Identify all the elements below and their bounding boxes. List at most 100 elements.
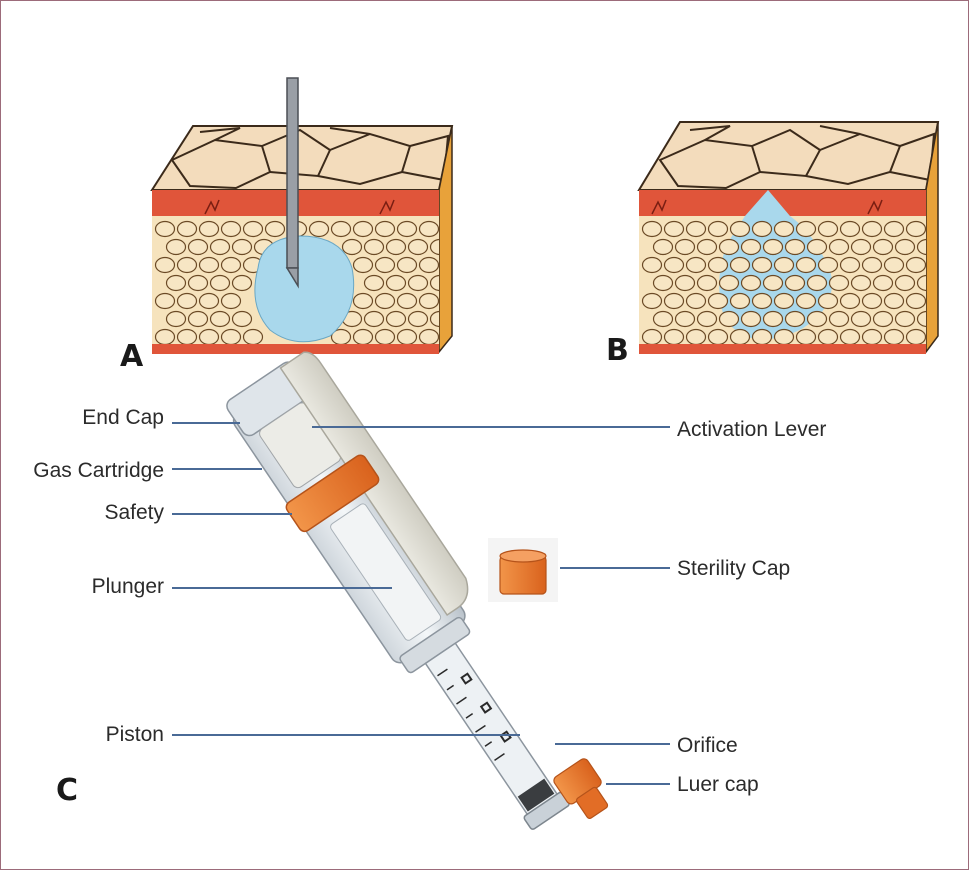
skin-surface-b: [637, 121, 940, 191]
fat-cell: [718, 238, 740, 256]
fat-cell: [641, 220, 663, 238]
fat-cell: [806, 238, 828, 256]
fat-cell: [762, 274, 784, 292]
fat-cell: [707, 220, 729, 238]
fat-cell: [363, 310, 385, 328]
fat-cell: [740, 238, 762, 256]
dose-markings: [437, 668, 505, 761]
bottom-layer-a: [152, 344, 439, 354]
fat-cell: [264, 220, 286, 238]
fat-cell: [784, 238, 806, 256]
fat-cell: [795, 256, 817, 274]
fat-cell: [418, 256, 439, 274]
fat-cell: [352, 256, 374, 274]
fat-cell: [154, 292, 176, 310]
fat-cell: [751, 256, 773, 274]
fat-cell: [839, 256, 861, 274]
fat-cell: [806, 274, 828, 292]
fat-cell: [242, 328, 264, 346]
label-sterility-cap: Sterility Cap: [677, 557, 790, 580]
label-end-cap: End Cap: [82, 406, 164, 429]
fat-cell: [861, 292, 883, 310]
fat-cell: [795, 328, 817, 346]
fat-cell: [817, 256, 839, 274]
fat-cell: [784, 310, 806, 328]
fat-cell: [308, 220, 330, 238]
fat-cell: [429, 310, 439, 328]
fat-cell: [718, 310, 740, 328]
fat-cell: [850, 310, 872, 328]
fat-cell: [429, 238, 439, 256]
fat-cell: [894, 238, 916, 256]
fat-cell: [839, 292, 861, 310]
fat-cell: [198, 328, 220, 346]
fat-cell: [641, 328, 663, 346]
fat-cell: [773, 256, 795, 274]
fat-cell: [418, 328, 439, 346]
fat-cell: [784, 274, 806, 292]
fat-cell: [187, 274, 209, 292]
fat-cell: [751, 292, 773, 310]
skin-block-a: [150, 77, 454, 355]
fat-cell: [850, 274, 872, 292]
fat-cell: [850, 238, 872, 256]
fat-cell: [165, 238, 187, 256]
skin-block-b: [637, 121, 940, 355]
fat-cell: [652, 274, 674, 292]
fat-cell: [685, 328, 707, 346]
fat-cell: [751, 328, 773, 346]
fat-cell: [839, 328, 861, 346]
label-orifice: Orifice: [677, 734, 738, 757]
fat-cell: [696, 274, 718, 292]
fat-cell: [363, 274, 385, 292]
fat-cell: [352, 292, 374, 310]
fat-cell: [209, 310, 231, 328]
fat-cell: [187, 238, 209, 256]
fat-cell: [165, 274, 187, 292]
panel-label-b: B: [606, 333, 629, 368]
fluid-bolus-a: [254, 235, 355, 343]
fat-cell: [674, 310, 696, 328]
fat-cell: [407, 274, 429, 292]
fat-cell: [429, 274, 439, 292]
fat-cell: [751, 220, 773, 238]
fat-cell: [385, 274, 407, 292]
fat-cell: [806, 310, 828, 328]
fat-cell: [883, 292, 905, 310]
fat-cell: [817, 328, 839, 346]
fat-cell: [165, 310, 187, 328]
fat-cell: [883, 220, 905, 238]
fat-cell: [407, 238, 429, 256]
fat-cell: [828, 310, 850, 328]
piston: [517, 778, 555, 812]
fat-cell: [198, 256, 220, 274]
fat-cell: [674, 238, 696, 256]
panel-label-a: A: [120, 339, 144, 374]
fat-cell: [883, 328, 905, 346]
fat-cell: [374, 256, 396, 274]
fat-cell: [231, 274, 253, 292]
fat-cell: [154, 220, 176, 238]
fat-cell: [220, 292, 242, 310]
fat-cell: [352, 220, 374, 238]
fat-cell: [740, 274, 762, 292]
panel-label-c: C: [56, 773, 78, 808]
fat-cell: [707, 256, 729, 274]
fat-cell: [176, 328, 198, 346]
fat-cell: [740, 310, 762, 328]
jet-injector: [226, 351, 570, 830]
fat-cell: [176, 220, 198, 238]
fat-cell: [209, 274, 231, 292]
fat-cell: [374, 220, 396, 238]
fat-cell: [231, 310, 253, 328]
fat-cell: [374, 292, 396, 310]
label-luer-cap: Luer cap: [677, 773, 759, 796]
fat-cell: [652, 310, 674, 328]
fat-cell: [696, 238, 718, 256]
fat-cell: [905, 220, 926, 238]
fat-cell: [817, 220, 839, 238]
label-piston: Piston: [106, 723, 164, 746]
fat-cell: [396, 292, 418, 310]
fat-cell: [242, 220, 264, 238]
